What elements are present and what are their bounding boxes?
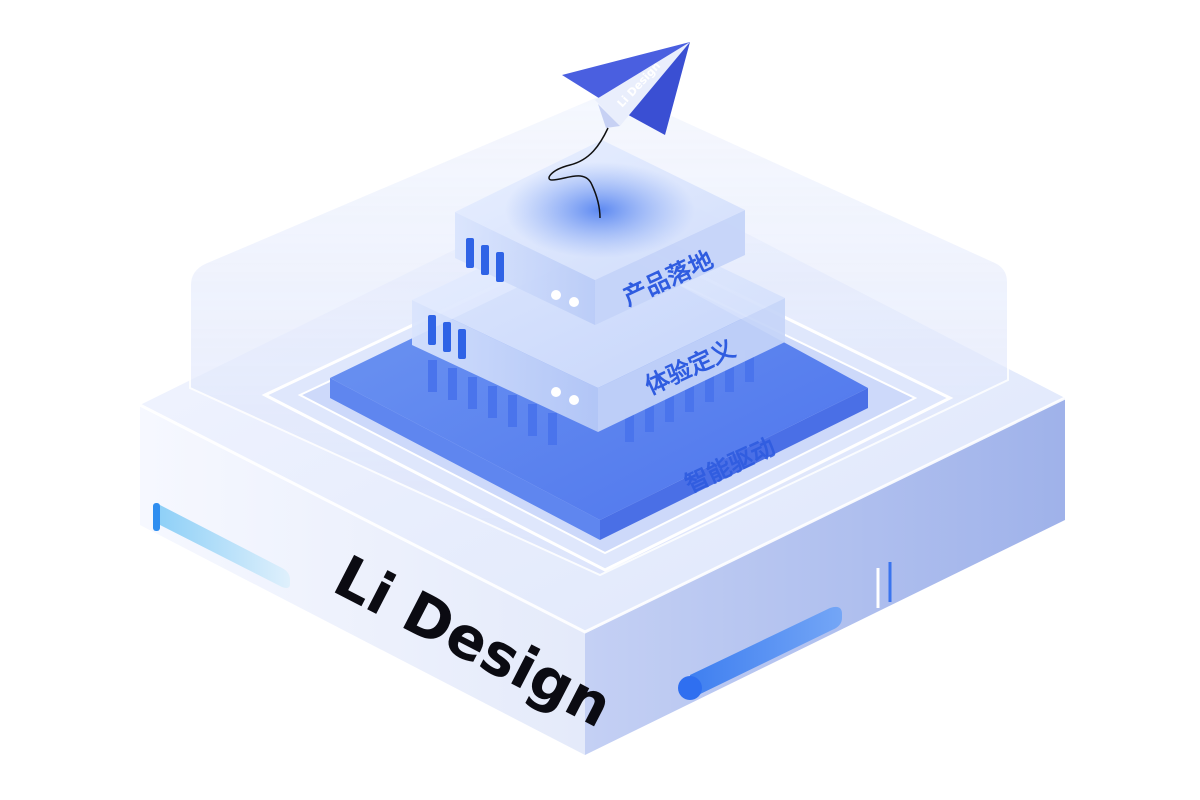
middle-tier-dot-1 [551, 387, 561, 397]
base-right-face [585, 398, 1065, 755]
middle-tier-pins [428, 350, 754, 445]
middle-tier-dot-2 [569, 395, 579, 405]
base-right-ticks [876, 562, 892, 608]
top-tier-dot-1 [551, 290, 561, 300]
plane-string [548, 127, 609, 219]
top-tier-dot-2 [569, 297, 579, 307]
base-left-face [140, 405, 585, 755]
base-left-bar [153, 503, 290, 588]
base-right-bar [678, 606, 842, 700]
paper-plane: Li Design [562, 42, 690, 135]
top-tier-indicator-bars [466, 238, 504, 282]
middle-tier-indicator-bars [428, 315, 466, 359]
